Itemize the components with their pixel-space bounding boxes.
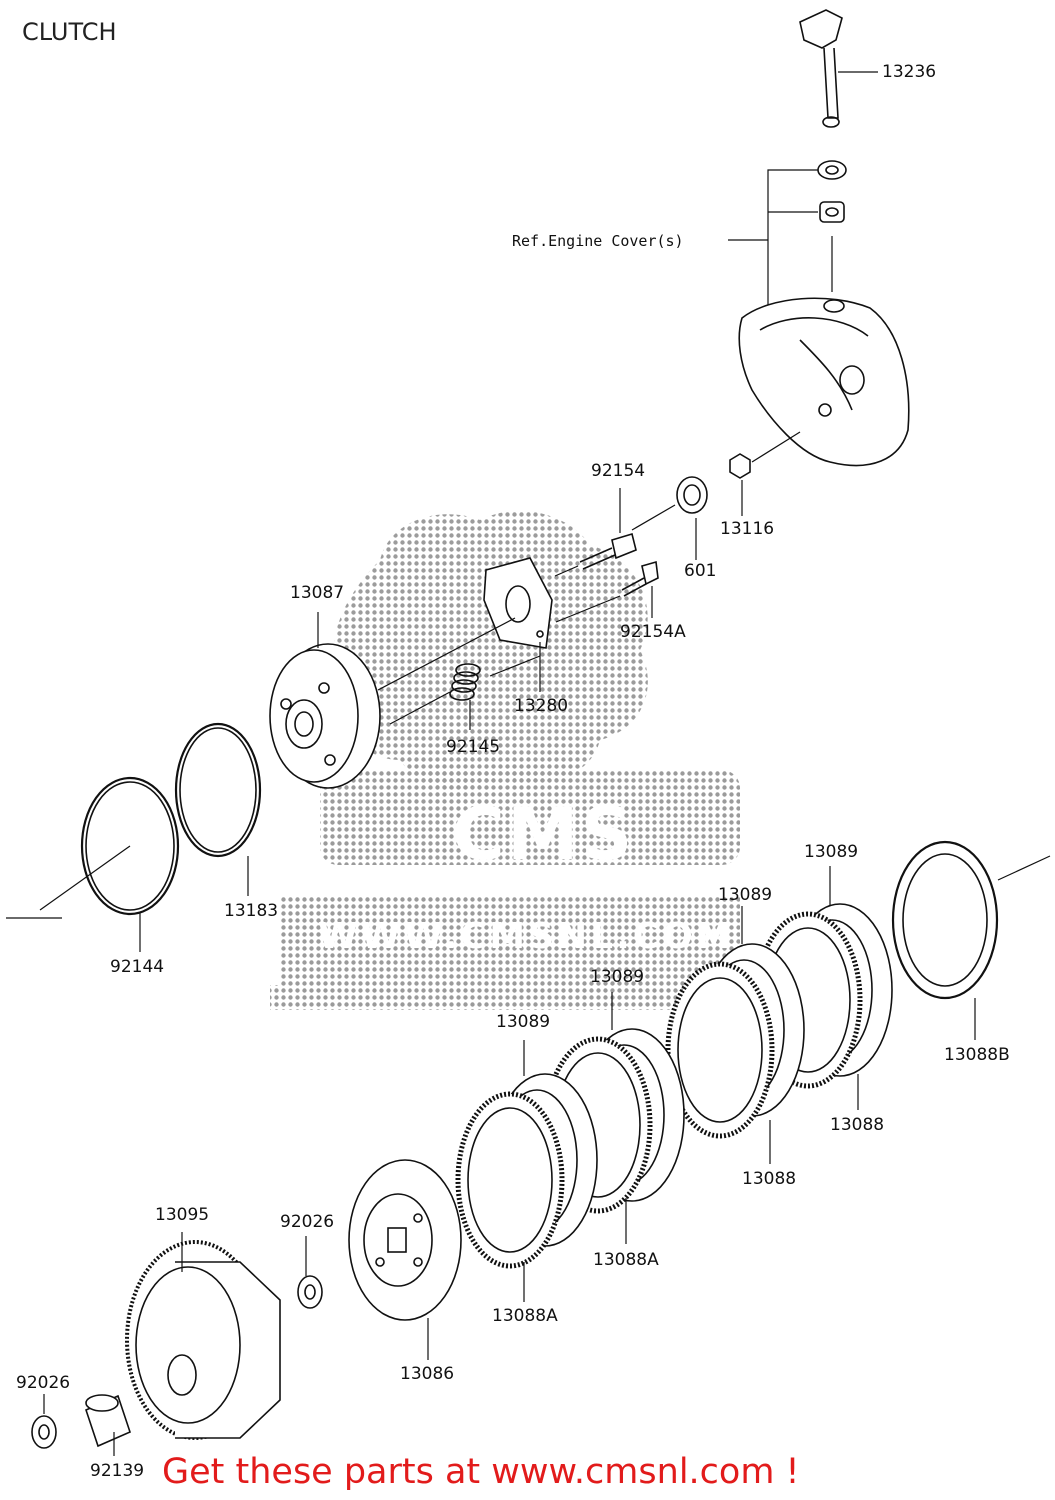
nut-13116[interactable]: [729, 453, 751, 479]
label-92026-left: 92026: [16, 1373, 71, 1393]
label-13236: 13236: [882, 62, 937, 82]
label-13280: 13280: [514, 696, 569, 716]
label-13087: 13087: [290, 583, 345, 603]
clutch-spring[interactable]: [449, 663, 481, 701]
label-92139: 92139: [90, 1461, 145, 1481]
label-13095: 13095: [155, 1205, 210, 1225]
promo-link-text[interactable]: Get these parts at www.cmsnl.com !: [162, 1452, 800, 1492]
clutch-hub-13086[interactable]: [348, 1159, 462, 1321]
label-13116: 13116: [720, 519, 775, 539]
label-92026-right: 92026: [280, 1212, 335, 1232]
bolt-92154[interactable]: [579, 532, 637, 570]
ball-bearing-601[interactable]: [676, 476, 708, 514]
label-13183: 13183: [224, 901, 279, 921]
needle-bearing[interactable]: [819, 201, 845, 223]
label-13086: 13086: [400, 1364, 455, 1384]
label-601: 601: [684, 561, 717, 581]
label-13089-right: 13089: [804, 842, 859, 862]
label-13089-center: 13089: [590, 967, 645, 987]
engine-cover-fragment: [738, 297, 910, 467]
label-13089-mid: 13089: [718, 885, 773, 905]
ref-engine-cover-note: Ref.Engine Cover(s): [512, 232, 684, 250]
o-ring-92144[interactable]: [80, 776, 180, 916]
label-13088A-center: 13088A: [593, 1250, 659, 1270]
friction-plate-13088B[interactable]: [891, 840, 999, 1000]
washer-92026-right[interactable]: [297, 1275, 323, 1309]
clutch-lifter-plate[interactable]: [483, 557, 553, 649]
label-92145: 92145: [446, 737, 501, 757]
friction-plate-13088-mid[interactable]: [665, 961, 775, 1139]
label-13088-mid: 13088: [742, 1169, 797, 1189]
clutch-release-shaft[interactable]: [799, 9, 843, 128]
label-92154: 92154: [591, 461, 646, 481]
diagram-title: CLUTCH: [22, 18, 117, 46]
label-92144: 92144: [110, 957, 165, 977]
watermark-logo-text: CMS: [452, 792, 635, 876]
pressure-plate-13087[interactable]: [269, 643, 381, 789]
clutch-housing-13095[interactable]: [125, 1240, 281, 1440]
friction-plate-13088A-left[interactable]: [455, 1091, 565, 1269]
watermark-banner-text: WWW.CMSNL.COM: [318, 916, 735, 957]
label-13088-right: 13088: [830, 1115, 885, 1135]
label-13088A-left: 13088A: [492, 1306, 558, 1326]
label-13088B: 13088B: [944, 1045, 1010, 1065]
label-13089-left: 13089: [496, 1012, 551, 1032]
snap-ring-13183[interactable]: [174, 722, 262, 858]
washer-92026-left[interactable]: [31, 1415, 57, 1449]
oil-seal[interactable]: [817, 160, 847, 180]
bolt-92154A[interactable]: [621, 560, 659, 597]
sleeve-92139[interactable]: [85, 1394, 131, 1448]
label-92154A: 92154A: [620, 622, 686, 642]
